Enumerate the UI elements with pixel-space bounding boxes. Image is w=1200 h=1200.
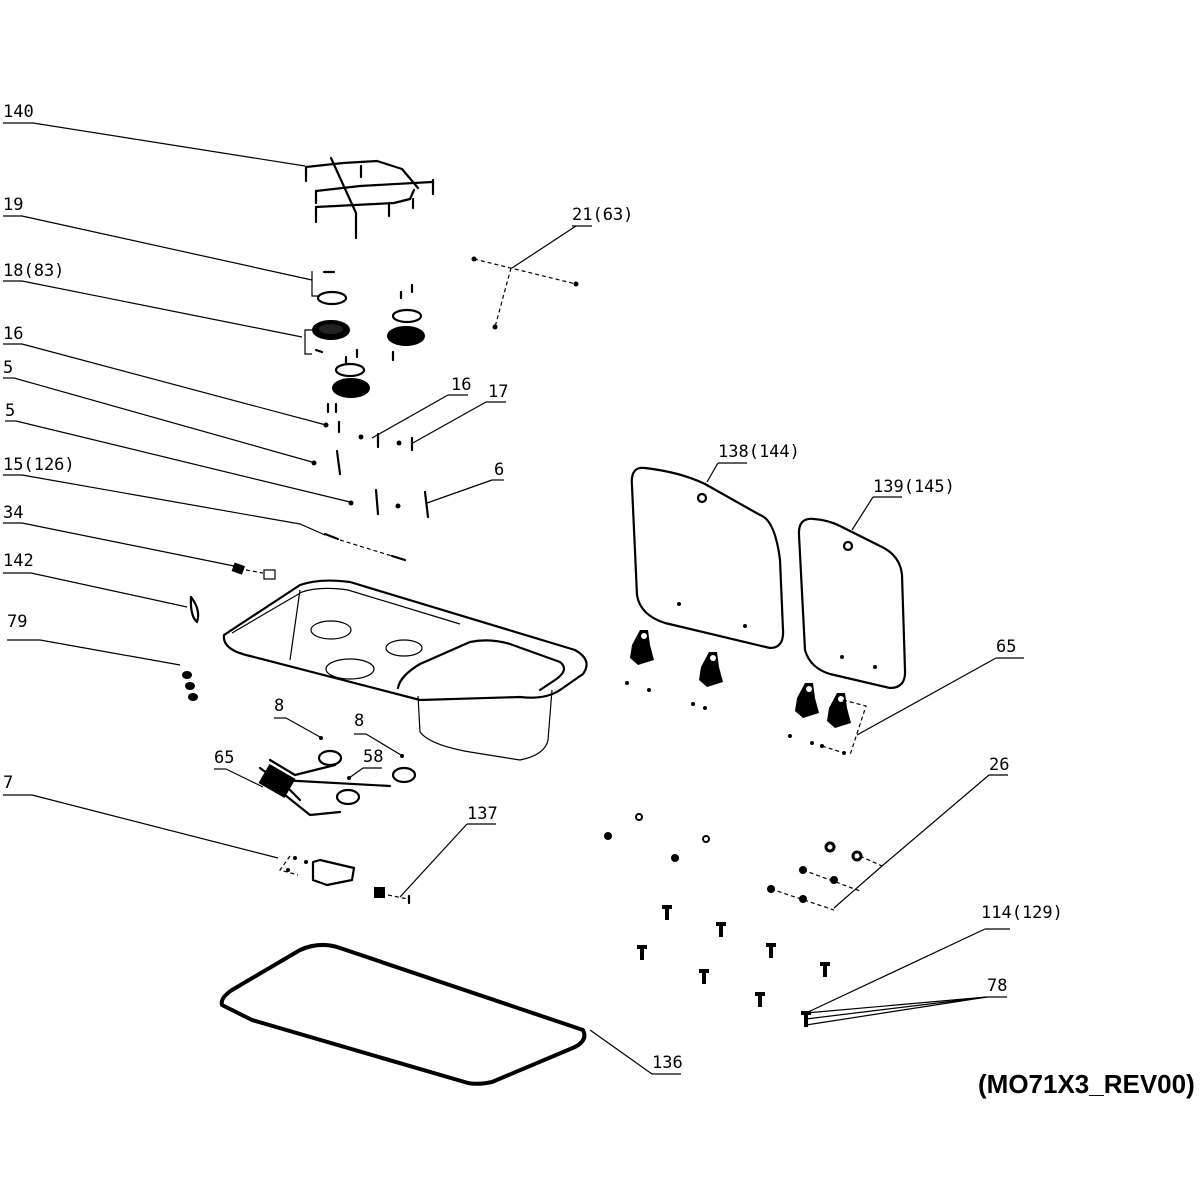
callout-6[interactable]: 6 [426, 460, 504, 504]
callout-79[interactable]: 79 [7, 612, 181, 666]
callout-34[interactable]: 34 [3, 503, 235, 567]
callout-136[interactable]: 136 [589, 1029, 683, 1075]
callout-18[interactable]: 18(83) [3, 261, 303, 338]
seal-gasket [219, 943, 587, 1086]
callout-17[interactable]: 17 [410, 382, 508, 445]
callout-label: 34 [3, 503, 23, 523]
burners [304, 270, 425, 414]
gas-valve-assembly [258, 736, 417, 817]
callout-4[interactable]: 7 [3, 773, 279, 859]
pan-support-grid [304, 156, 435, 240]
callout-58[interactable]: 58 [348, 747, 383, 779]
callout-label: 8 [354, 711, 364, 731]
callout-137[interactable]: 137 [399, 804, 498, 898]
callout-5a[interactable]: 5 [3, 358, 313, 463]
callout-label: 19 [3, 195, 23, 215]
callout-114[interactable]: 114(129) [805, 903, 1063, 1014]
callout-label: 140 [3, 102, 34, 122]
callout-8b[interactable]: 8 [354, 711, 402, 756]
callout-78[interactable]: 78 [805, 976, 1007, 1026]
callout-label: 58 [363, 747, 383, 767]
piezo-igniter [279, 855, 356, 887]
callout-26[interactable]: 26 [833, 755, 1009, 909]
callout-label: 18(83) [3, 261, 64, 281]
callout-8a[interactable]: 8 [274, 696, 321, 738]
callout-label: 5 [3, 358, 13, 378]
callout-label: 16 [3, 324, 23, 344]
callout-7[interactable]: 65 [214, 748, 264, 788]
callout-label: 15(126) [3, 455, 75, 475]
knob-set [182, 671, 198, 701]
callout-142[interactable]: 142 [3, 551, 188, 608]
callout-label: 6 [494, 460, 504, 480]
callout-label: 137 [467, 804, 498, 824]
callout-label: 65 [214, 748, 234, 768]
callout-label: 16 [451, 375, 471, 395]
callout-19[interactable]: 19 [3, 195, 313, 281]
callout-label: 65 [996, 637, 1016, 657]
hinges [625, 630, 867, 756]
callout-140[interactable]: 140 [3, 102, 306, 167]
spark-plug-lead [323, 532, 407, 562]
callout-139[interactable]: 139(145) [851, 477, 955, 531]
callout-label: 7 [3, 773, 13, 793]
callout-label: 8 [274, 696, 284, 716]
callout-5b[interactable]: 5 [5, 401, 351, 503]
callout-21[interactable]: 21(63) [511, 205, 633, 269]
fixing-screws [471, 256, 579, 330]
callout-label: 136 [652, 1053, 683, 1073]
callout-15[interactable]: 15(126) [3, 455, 326, 536]
glass-lid-small [797, 517, 907, 690]
callout-label: 78 [987, 976, 1007, 996]
callout-label: 142 [3, 551, 34, 571]
callout-label: 79 [7, 612, 27, 632]
callout-label: 139(145) [873, 477, 955, 497]
callout-16b[interactable]: 16 [371, 375, 471, 439]
clips [637, 905, 830, 1027]
callout-65[interactable]: 65 [856, 637, 1024, 736]
fixing-nuts [604, 813, 883, 911]
hob-sink-unit [222, 579, 588, 761]
callout-label: 21(63) [572, 205, 633, 225]
callout-label: 114(129) [981, 903, 1063, 923]
handle [189, 595, 200, 624]
callout-16[interactable]: 16 [3, 324, 327, 426]
callout-label: 5 [5, 401, 15, 421]
callout-label: 26 [989, 755, 1009, 775]
connector [374, 887, 411, 905]
electrodes [311, 420, 430, 519]
callout-138[interactable]: 138(144) [706, 442, 800, 483]
revision-label: (MO71X3_REV00) [978, 1069, 1195, 1099]
callout-label: 17 [488, 382, 508, 402]
callout-label: 138(144) [718, 442, 800, 462]
ignition-button [231, 562, 276, 580]
glass-lid-large [630, 466, 785, 650]
